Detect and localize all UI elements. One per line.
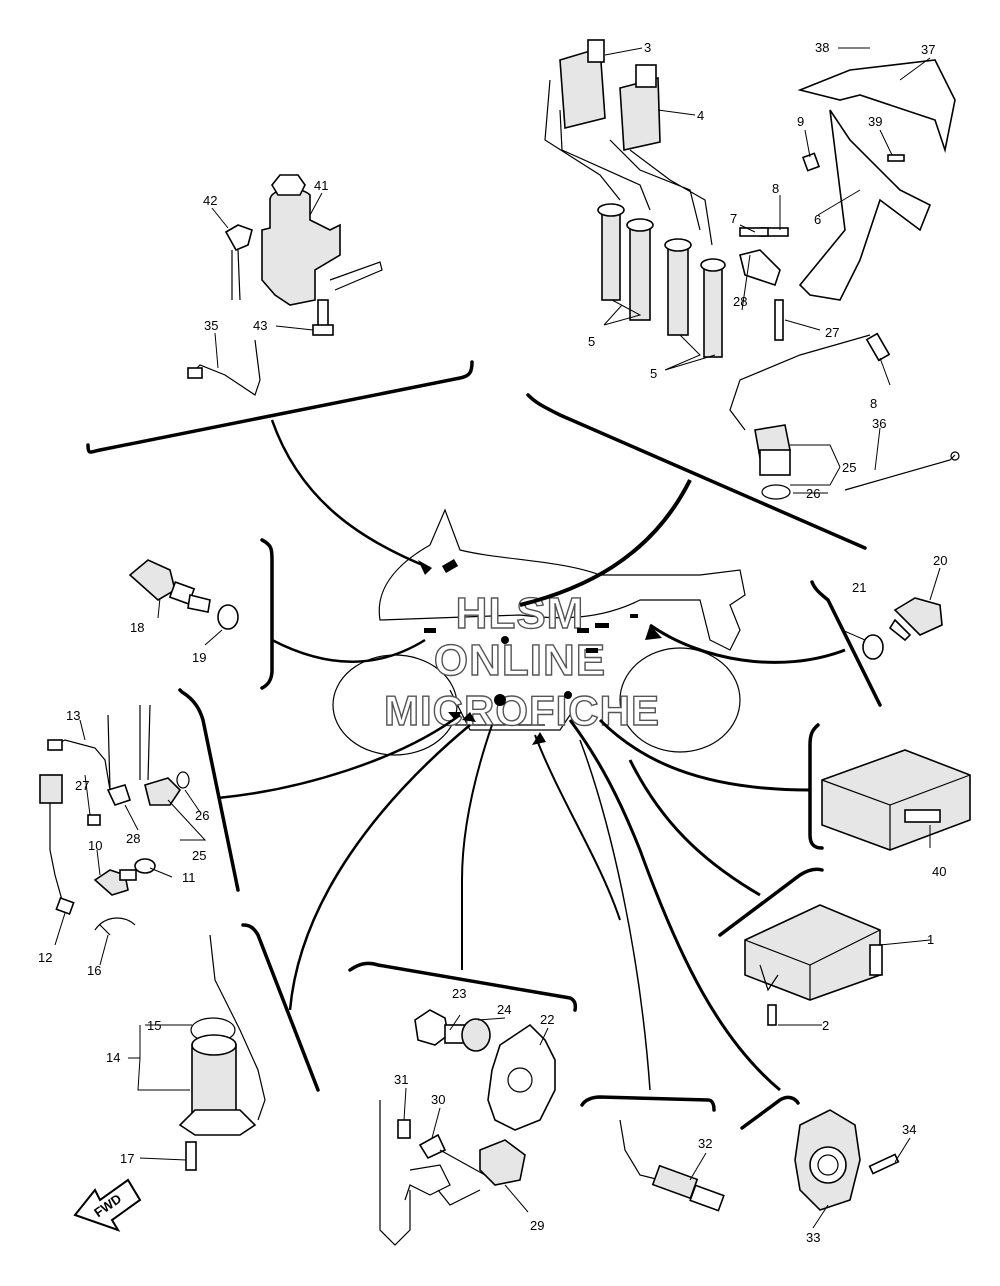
location-marks xyxy=(424,559,638,706)
callout-17: 17 xyxy=(120,1151,134,1166)
arrowheads xyxy=(418,560,662,745)
group-brackets xyxy=(86,360,882,1130)
ignition-coil-1 xyxy=(559,46,606,130)
callout-33: 33 xyxy=(806,1230,820,1245)
callout-36: 36 xyxy=(872,416,886,431)
bracket-37 xyxy=(797,59,956,154)
callout-8a: 8 xyxy=(772,181,779,196)
rotor-22 xyxy=(487,1023,556,1131)
callout-31: 31 xyxy=(394,1072,408,1087)
bracket-6 xyxy=(798,109,932,301)
motorcycle-silhouette xyxy=(332,508,746,756)
callout-38: 38 xyxy=(815,40,829,55)
callout-19: 19 xyxy=(192,650,206,665)
callout-14: 14 xyxy=(106,1050,120,1065)
ecu-1 xyxy=(744,904,883,1026)
callout-28a: 28 xyxy=(733,294,747,309)
callout-30: 30 xyxy=(431,1092,445,1107)
callout-29: 29 xyxy=(530,1218,544,1233)
callout-25b: 25 xyxy=(192,848,206,863)
callout-27a: 27 xyxy=(825,325,839,340)
temp-sensor-group xyxy=(128,559,239,630)
callout-6: 6 xyxy=(814,212,821,227)
callout-12: 12 xyxy=(38,950,52,965)
callout-26b: 26 xyxy=(195,808,209,823)
sensor-cluster-left xyxy=(39,704,190,936)
callout-4: 4 xyxy=(697,108,704,123)
callout-11: 11 xyxy=(182,870,196,885)
callout-25a: 25 xyxy=(842,460,856,475)
callout-8b: 8 xyxy=(870,396,877,411)
callout-23: 23 xyxy=(452,986,466,1001)
callout-5a: 5 xyxy=(588,334,595,349)
connector-12 xyxy=(39,774,63,804)
ignition-coil-group xyxy=(544,39,960,500)
callout-21: 21 xyxy=(852,580,866,595)
sensor-20-group xyxy=(862,597,943,660)
callout-7: 7 xyxy=(730,211,737,226)
callout-13: 13 xyxy=(66,708,80,723)
callout-22: 22 xyxy=(540,1012,554,1027)
callout-2: 2 xyxy=(822,1018,829,1033)
callout-37: 37 xyxy=(921,42,935,57)
callout-24: 24 xyxy=(497,1002,511,1017)
watermark-line-3: MICROFICHE xyxy=(384,687,660,734)
callout-43: 43 xyxy=(253,318,267,333)
callout-41: 41 xyxy=(314,178,328,193)
callout-labels: 1 2 3 4 5 5 6 7 8 8 9 10 11 12 13 14 15 … xyxy=(38,40,947,1245)
watermark-line-2: ONLINE xyxy=(434,636,606,685)
sensor-18 xyxy=(128,559,176,601)
callout-40: 40 xyxy=(932,864,946,879)
plug-cap-1 xyxy=(601,209,621,301)
callout-27b: 27 xyxy=(75,778,89,793)
sensor-20 xyxy=(893,597,943,636)
callout-3: 3 xyxy=(644,40,651,55)
sensor-14-group xyxy=(178,934,266,1171)
callout-leaders xyxy=(54,47,941,1229)
main-switch-key-slot xyxy=(271,174,306,196)
callout-35: 35 xyxy=(204,318,218,333)
callout-28b: 28 xyxy=(126,831,140,846)
sensor-25-left xyxy=(144,777,182,806)
callout-42: 42 xyxy=(203,193,217,208)
sensor-14 xyxy=(191,1044,237,1116)
sensor-29 xyxy=(479,1139,526,1186)
callout-18: 18 xyxy=(130,620,144,635)
main-switch-group xyxy=(187,174,383,396)
watermark-line-1: HLSM xyxy=(456,589,585,638)
o2-sensor-32 xyxy=(619,1119,725,1212)
callout-10: 10 xyxy=(88,838,102,853)
leader-lines xyxy=(217,419,846,1092)
callout-26a: 26 xyxy=(806,486,820,501)
callout-1: 1 xyxy=(927,932,934,947)
callout-15: 15 xyxy=(147,1018,161,1033)
callout-5b: 5 xyxy=(650,366,657,381)
crank-sensor-group xyxy=(379,1009,556,1246)
fwd-arrow: FWD xyxy=(73,1178,142,1232)
callout-32: 32 xyxy=(698,1136,712,1151)
key xyxy=(224,224,253,252)
callout-9: 9 xyxy=(797,114,804,129)
callout-16: 16 xyxy=(87,963,101,978)
throttle-sensor-33 xyxy=(794,1109,900,1211)
ecu-40 xyxy=(821,749,971,851)
ignition-coil-2 xyxy=(619,76,661,151)
callout-20: 20 xyxy=(933,553,947,568)
callout-39: 39 xyxy=(868,114,882,129)
main-switch xyxy=(261,188,341,306)
callout-34: 34 xyxy=(902,1122,916,1137)
